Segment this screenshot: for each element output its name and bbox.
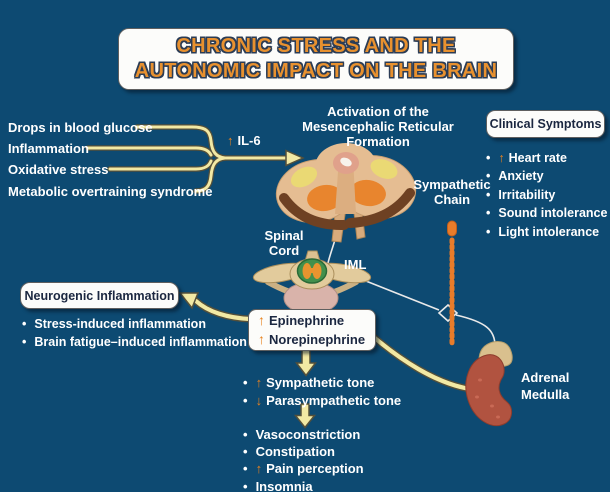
down-arrow-icon: ↓ <box>255 392 263 408</box>
neurogenic-inflammation-header: Neurogenic Inflammation <box>20 282 179 309</box>
up-arrow-icon: ↑ <box>498 151 505 165</box>
list-item: ↑Sympathetic tone <box>243 374 401 392</box>
clinical-symptoms-list: ↑Heart rate Anxiety Irritability Sound i… <box>486 149 607 241</box>
list-item: ↓Parasympathetic tone <box>243 392 402 410</box>
list-item: ↑Heart rate <box>486 149 607 167</box>
hormone-row: ↑Epinephrine <box>258 312 345 328</box>
trigger-label: Metabolic overtraining syndrome <box>8 184 213 199</box>
up-arrow-icon: ↑ <box>255 461 263 477</box>
list-item: Irritability <box>486 186 607 204</box>
il6-label: ↑IL-6 <box>227 133 261 148</box>
autonomic-tone-list: ↑Sympathetic tone ↓Parasympathetic tone <box>243 374 402 410</box>
chain-to-adrenal-line <box>455 314 496 347</box>
adrenal-medulla-illustration <box>465 341 513 426</box>
iml-label: IML <box>344 257 367 272</box>
list-item: Light intolerance <box>486 223 607 241</box>
list-item: ↑Pain perception <box>243 460 364 477</box>
downstream-effects-list: Vasoconstriction Constipation ↑Pain perc… <box>243 426 364 492</box>
neurogenic-inflammation-list: Stress-induced inflammation Brain fatigu… <box>22 315 247 351</box>
title-line1: CHRONIC STRESS AND THE <box>176 35 456 57</box>
sympathetic-chain-illustration <box>447 220 457 347</box>
il6-arrowhead-icon <box>285 149 305 167</box>
adrenal-medulla-label: Adrenal Medulla <box>521 370 570 402</box>
trigger-bracket-lines <box>85 124 305 194</box>
list-item: Sound intolerance <box>486 204 607 222</box>
trigger-label: Inflammation <box>8 141 89 156</box>
clinical-symptoms-header: Clinical Symptoms <box>486 110 605 138</box>
trigger-label: Drops in blood glucose <box>8 120 153 135</box>
hormones-box: ↑Epinephrine ↑Norepinephrine <box>248 309 376 351</box>
sympathetic-chain-label: Sympathetic Chain <box>413 177 491 207</box>
spinal-cord-label: Spinal Cord <box>264 228 304 258</box>
list-item: Insomnia <box>243 478 364 492</box>
up-arrow-icon: ↑ <box>227 133 234 148</box>
title-line2: AUTONOMIC IMPACT ON THE BRAIN <box>134 60 498 82</box>
title-banner: CHRONIC STRESS AND THE AUTONOMIC IMPACT … <box>118 28 514 90</box>
list-item: Stress-induced inflammation <box>22 315 247 333</box>
trigger-label: Oxidative stress <box>8 162 109 177</box>
up-arrow-icon: ↑ <box>258 331 265 347</box>
midbrain-illustration <box>275 143 417 243</box>
down-arrow-icon <box>294 349 318 377</box>
list-item: Constipation <box>243 443 364 460</box>
midbrain-caption: Activation of the Mesencephalic Reticula… <box>302 104 454 149</box>
up-arrow-icon: ↑ <box>258 312 265 328</box>
up-arrow-icon: ↑ <box>255 375 263 390</box>
list-item: Anxiety <box>486 167 607 185</box>
list-item: Vasoconstriction <box>243 426 364 443</box>
list-item: Brain fatigue–induced inflammation <box>22 333 247 351</box>
vertebra-illustration <box>252 250 372 315</box>
hormone-row: ↑Norepinephrine <box>258 331 366 347</box>
